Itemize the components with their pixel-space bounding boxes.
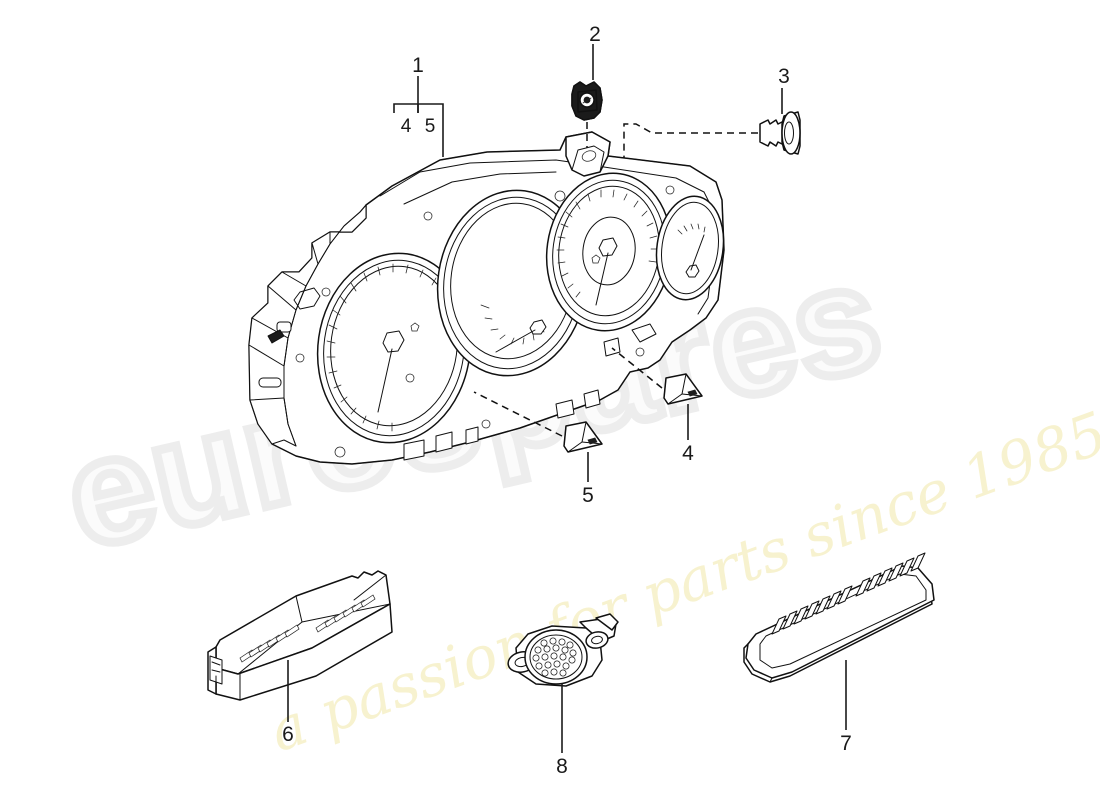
callout-1: 1 (412, 54, 424, 77)
part-mounting-bracket-lower (563, 421, 603, 453)
part-instrument-cluster (248, 131, 725, 465)
callout-4: 4 (682, 442, 694, 465)
callout-3: 3 (778, 65, 790, 88)
part-vent-panel (743, 552, 935, 683)
vent-panel-slots-right (855, 552, 926, 597)
auxiliary-gauge-ticks (677, 223, 706, 235)
part-buzzer-speaker (507, 613, 619, 687)
part-trim-strip (207, 570, 393, 701)
gauge-auxiliary (655, 195, 725, 301)
part-mounting-bracket-upper (663, 373, 703, 405)
callout-8: 8 (556, 755, 568, 778)
gauge-tachometer (316, 252, 472, 444)
callout-7: 7 (840, 732, 852, 755)
part-screw (759, 111, 801, 155)
callout-4-group: 4 (401, 116, 412, 137)
callout-5-group: 5 (425, 116, 436, 137)
vent-panel-slots-left (771, 585, 853, 635)
buzzer-perforations (532, 637, 577, 677)
callout-2: 2 (589, 23, 601, 46)
callout-6: 6 (282, 723, 294, 746)
callout-5: 5 (582, 484, 594, 507)
part-retaining-clip (571, 81, 603, 121)
callout-numbers: 1 2 3 4 5 4 5 6 8 7 (282, 23, 852, 778)
leader-lines (287, 44, 847, 753)
trim-strip-slots (239, 594, 376, 663)
speedometer-ticks (556, 189, 659, 298)
